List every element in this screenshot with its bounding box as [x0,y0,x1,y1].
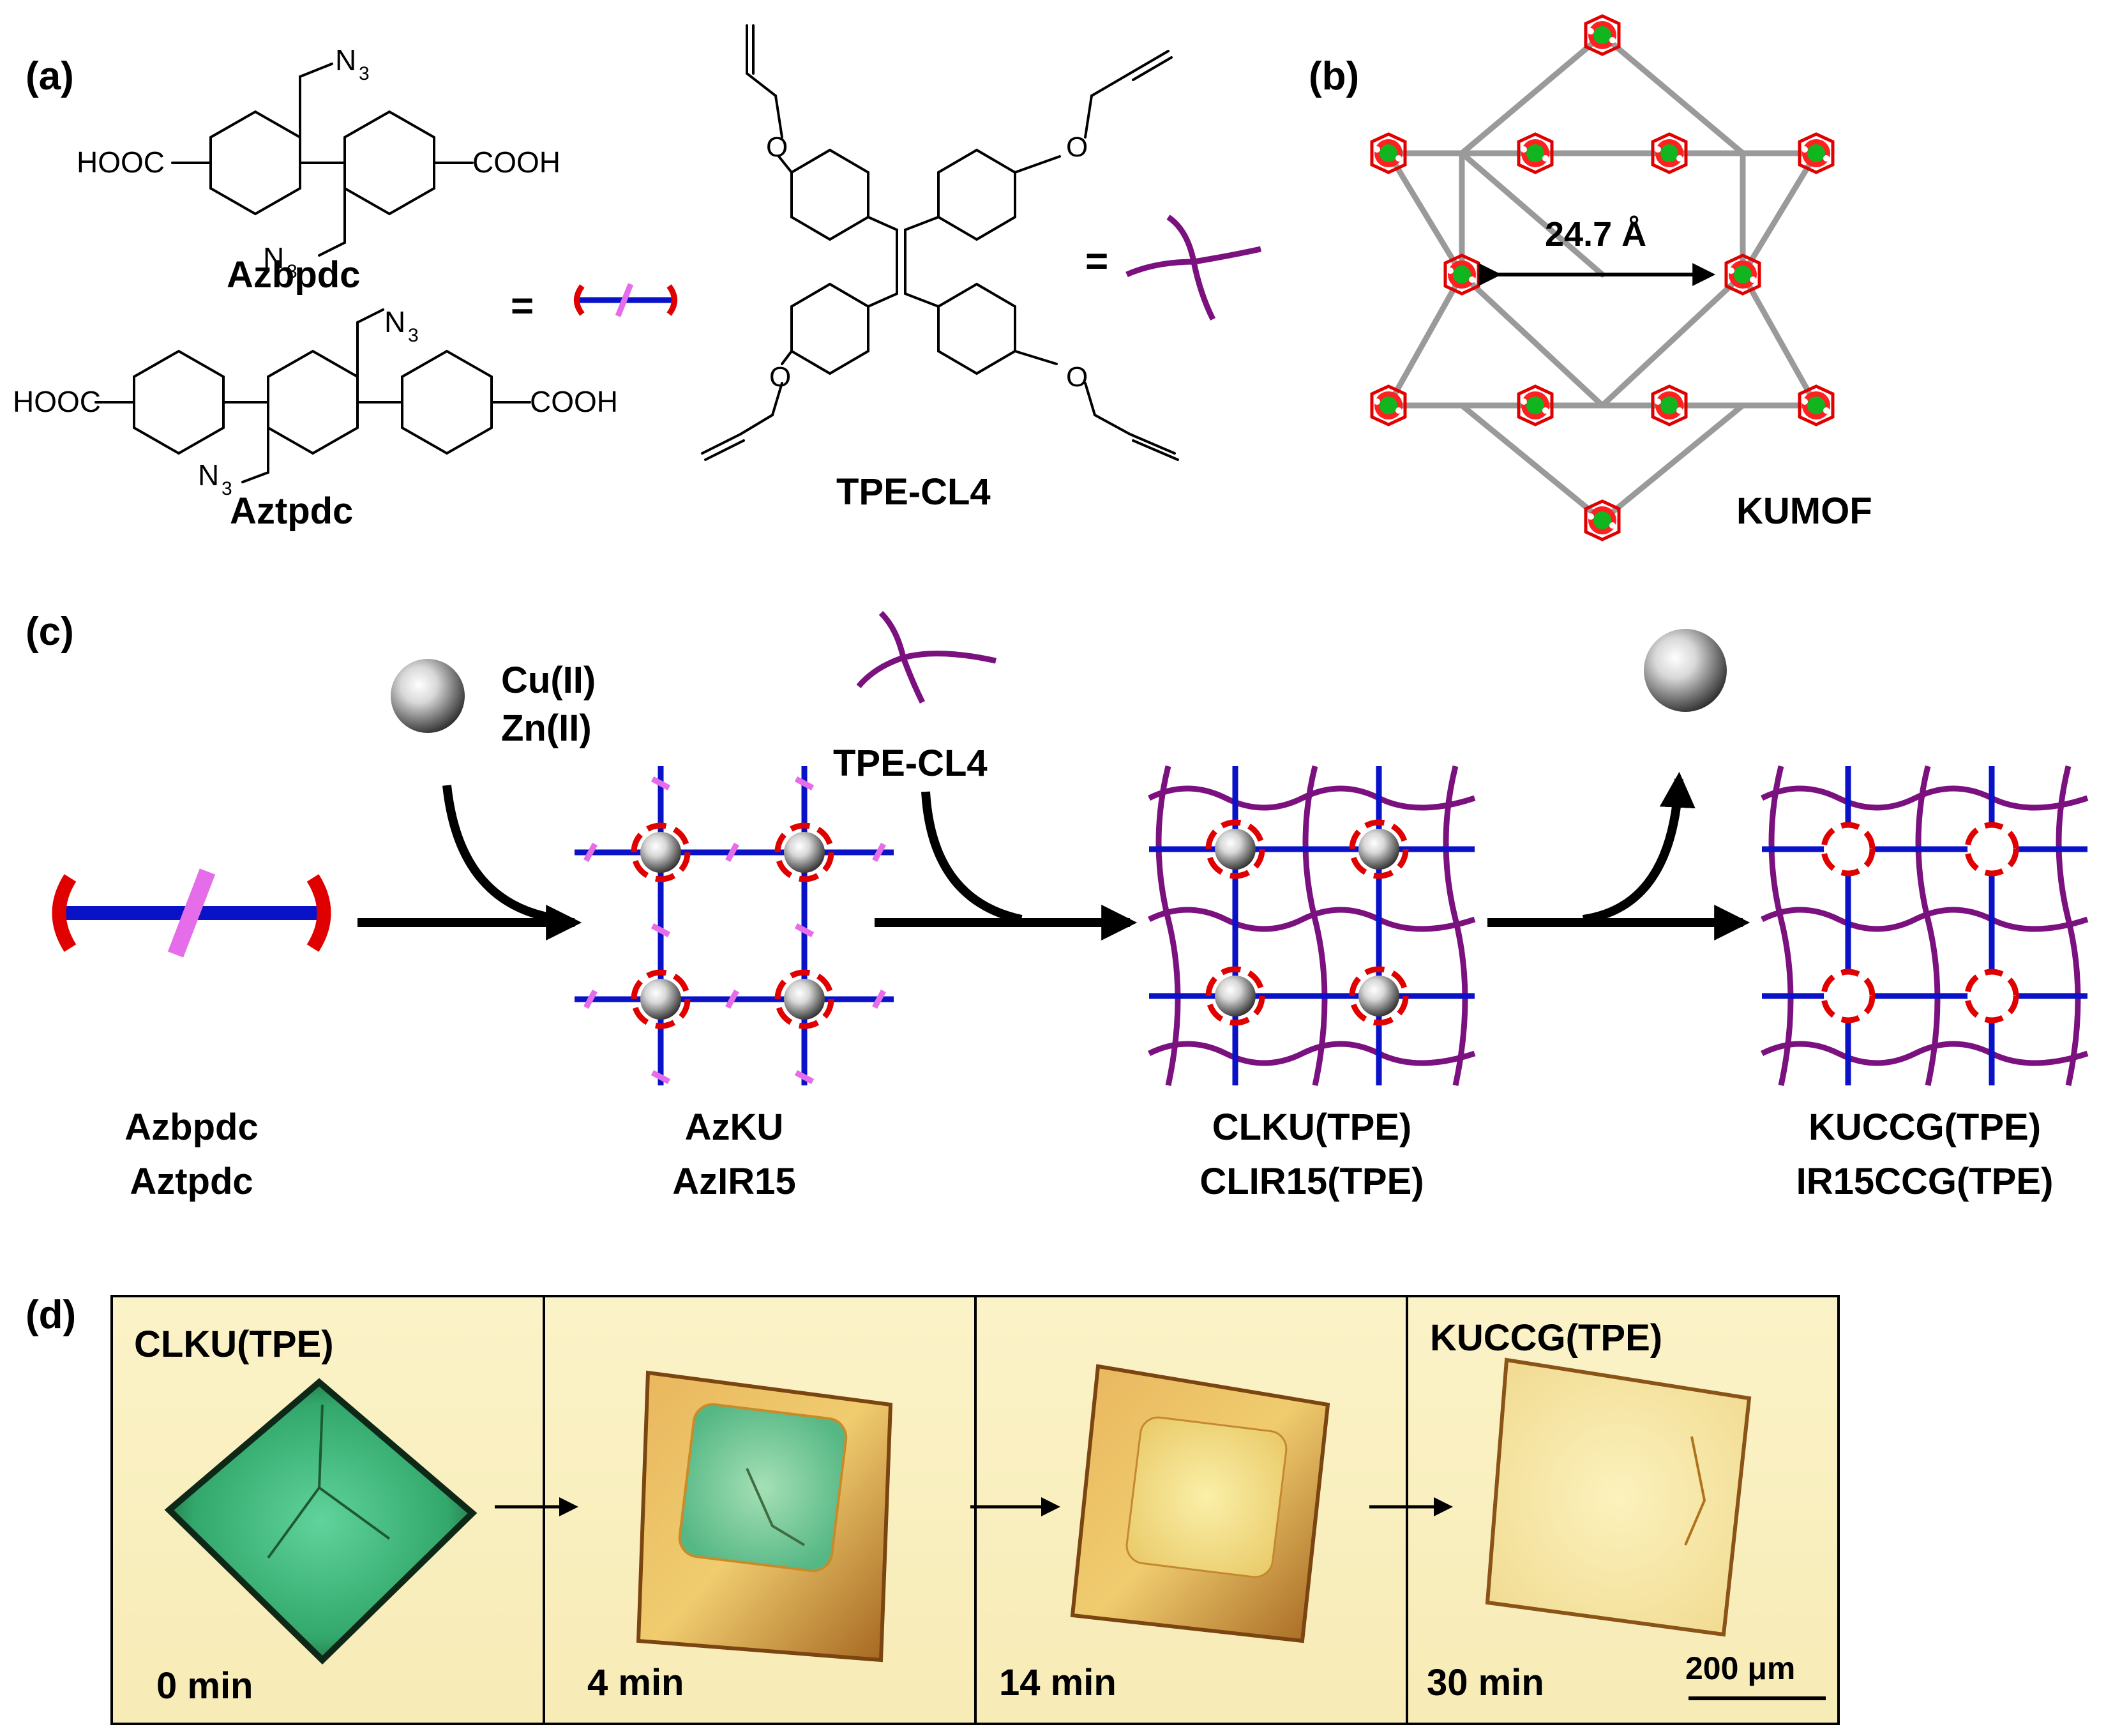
azbpdc-azide-top: N [335,43,356,77]
micrograph-strip [110,1295,1840,1725]
aztpdc-azide-top: N [384,305,405,338]
crystal-frame-3 [1070,1364,1330,1643]
stage3-line2: CLIR15(TPE) [1200,1161,1424,1202]
stage4-line1: KUCCG(TPE) [1809,1106,2041,1148]
panel-c-label: (c) [26,610,74,654]
frame4-title: KUCCG(TPE) [1430,1317,1662,1359]
frame4-time: 30 min [1427,1662,1544,1703]
kumof-name: KUMOF [1736,490,1872,532]
tpe-oxygen-3: O [769,361,791,393]
aztpdc-azide-top-sub: 3 [408,325,419,346]
stage1-line1: Azbpdc [124,1106,258,1148]
equals-sign-crosslinker: = [1085,239,1108,283]
crosslinker-label: TPE-CL4 [833,743,988,784]
metal-removal-curve [1583,771,1696,924]
stage3-line1: CLKU(TPE) [1212,1106,1412,1148]
frame2-time: 4 min [587,1662,684,1703]
kumof-framework [1372,16,1833,540]
linker-large-icon [52,868,331,958]
tpe-oxygen-1: O [766,132,788,163]
azbpdc-right-group: COOH [472,146,560,179]
tpe-oxygen-4: O [1066,361,1088,393]
aztpdc-right-group: COOH [530,385,618,418]
azbpdc-name: Azbpdc [227,254,360,296]
clku-grid [1147,765,1476,1086]
aztpdc-name: Aztpdc [230,490,353,532]
frame3-time: 14 min [999,1662,1117,1703]
kuccg-grid [1760,765,2089,1086]
aztpdc-left-group: HOOC [13,385,101,418]
stage4-line2: IR15CCG(TPE) [1796,1161,2054,1202]
metal-insert-curve [442,785,562,924]
frame1-time: 0 min [156,1665,253,1707]
azbpdc-structure [171,63,474,257]
aztpdc-azide-bottom: N [198,458,219,492]
azbpdc-left-group: HOOC [77,146,165,179]
panel-b-label: (b) [1309,54,1359,98]
tpe-oxygen-2: O [1066,132,1088,163]
crystal-frame-1 [164,1378,478,1664]
crystal-frame-2 [636,1370,893,1663]
crystal-frame-4 [1485,1357,1752,1637]
aztpdc-azide-bottom-sub: 3 [222,478,232,499]
scale-bar-label: 200 μm [1685,1650,1795,1686]
panel-a-label: (a) [26,54,74,98]
panel-d-label: (d) [26,1293,76,1337]
aztpdc-structure [94,308,531,483]
azbpdc-azide-top-sub: 3 [359,63,370,84]
crosslinker-icon [1125,215,1261,321]
azbpdc-azide-bottom: N [263,241,284,275]
linker-icon [574,283,677,317]
stage1-line2: Aztpdc [130,1161,253,1202]
metal-ion-sphere [391,659,465,733]
tpe-cl4-name: TPE-CL4 [836,471,991,513]
removed-metal-sphere [1644,629,1727,712]
stage2-line1: AzKU [685,1106,784,1148]
frame1-title: CLKU(TPE) [134,1324,334,1365]
tpe-crosslinker-icon [856,610,997,704]
pore-size-label: 24.7 Å [1545,215,1646,253]
stage2-line2: AzIR15 [672,1161,795,1202]
metal-zn: Zn(II) [501,707,592,749]
metal-cu: Cu(II) [501,660,596,701]
crosslink-curve [921,791,1023,924]
azku-grid [575,766,894,1085]
equals-sign-linker: = [511,284,534,328]
tpe-cl4-structure [701,24,1179,461]
azbpdc-azide-bottom-sub: 3 [287,261,297,282]
